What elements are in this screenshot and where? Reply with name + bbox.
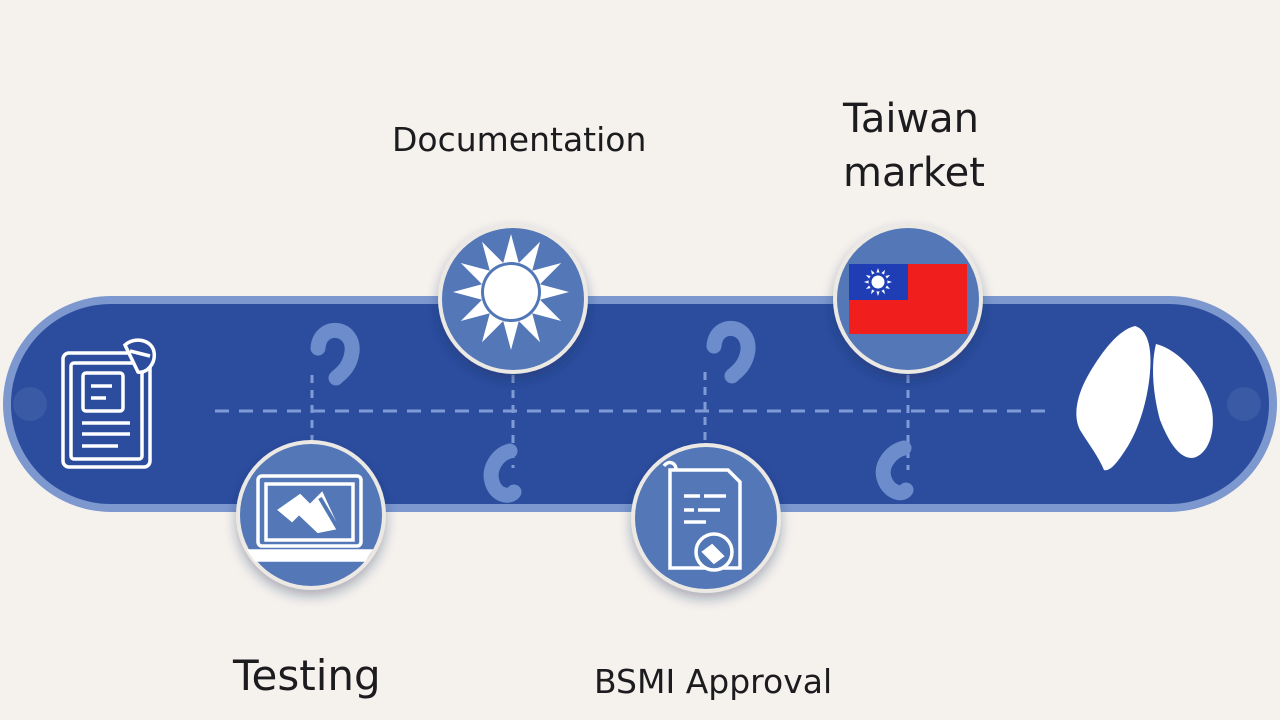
sun-emblem-icon [453,234,569,350]
label-testing: Testing [233,651,381,700]
document-icon [61,338,156,469]
laptop-icon [246,474,374,562]
hook-icon [875,440,914,501]
hook-icon [706,321,756,384]
hook-connectors [310,321,914,503]
taiwan-flag-icon [849,264,967,334]
track-end-cap-right [1227,387,1261,421]
label-bsmi-approval: BSMI Approval [594,662,833,701]
node-bsmi-approval[interactable] [631,443,781,593]
sun-core [871,275,885,289]
hook-icon [483,443,522,503]
sun-core [484,265,538,319]
taiwan-map-icon [1076,326,1213,471]
label-taiwan-market: Taiwan market [843,96,985,196]
track-end-cap-left [13,387,47,421]
hook-icon [310,323,360,386]
label-documentation: Documentation [392,120,647,159]
certificate-icon [662,460,742,572]
